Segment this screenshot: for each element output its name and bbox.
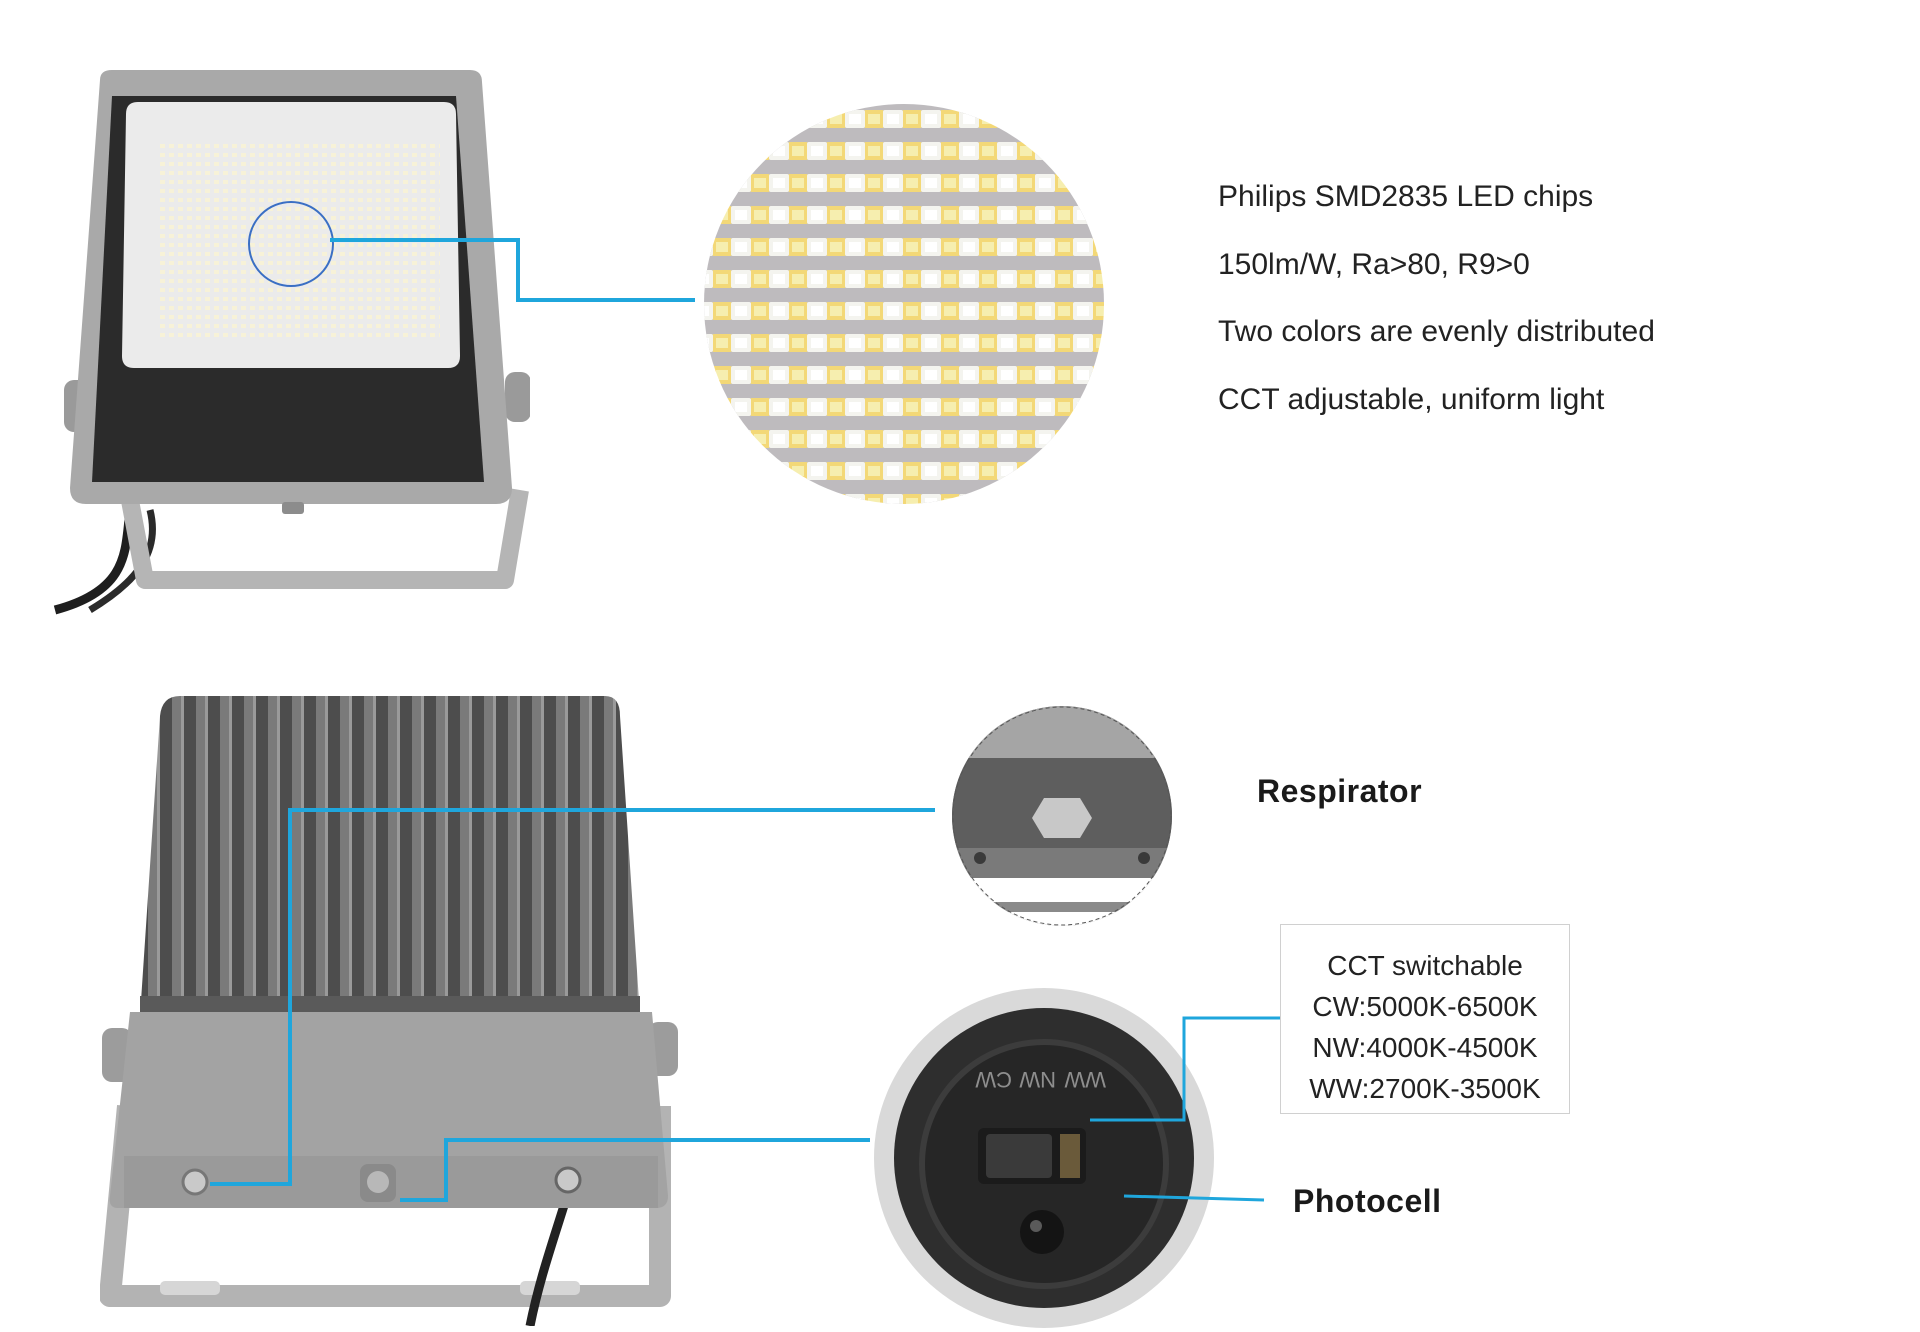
switch-markings: CW NW WW [975, 1067, 1106, 1092]
cct-title: CCT switchable [1327, 950, 1523, 981]
bottom-callout-lines [210, 808, 935, 1202]
feature-item: Philips SMD2835 LED chips [1218, 180, 1594, 213]
respirator-label: Respirator [1257, 773, 1423, 809]
feature-list: Philips SMD2835 LED chips 150lm/W, Ra>80… [1218, 178, 1778, 448]
switch-marking-cw: CW [975, 1067, 1012, 1092]
zoom-marker-circle [248, 201, 334, 287]
top-callout-line [330, 238, 695, 302]
cct-range-cw: CW:5000K-6500K [1312, 991, 1538, 1022]
switch-marking-nw: NW [1019, 1067, 1056, 1092]
cct-range-ww: WW:2700K-3500K [1309, 1073, 1541, 1104]
feature-item: 150lm/W, Ra>80, R9>0 [1218, 247, 1530, 281]
feature-item: CCT adjustable, uniform light [1218, 382, 1605, 416]
cct-info-box: CCT switchable CW:5000K-6500K NW:4000K-4… [1280, 924, 1570, 1114]
respirator-closeup-image [952, 706, 1172, 926]
led-chips-closeup-image [704, 104, 1104, 504]
floodlight-back-image [100, 696, 678, 1326]
feature-item: Two colors are evenly distributed [1218, 315, 1655, 348]
switch-marking-ww: WW [1064, 1067, 1106, 1092]
photocell-label: Photocell [1293, 1183, 1442, 1219]
cct-switch-closeup-image: CW NW WW [874, 988, 1214, 1328]
cct-photocell-callout-lines [1090, 1016, 1280, 1202]
floodlight-front-image [53, 70, 530, 615]
cct-range-nw: NW:4000K-4500K [1312, 1032, 1538, 1063]
